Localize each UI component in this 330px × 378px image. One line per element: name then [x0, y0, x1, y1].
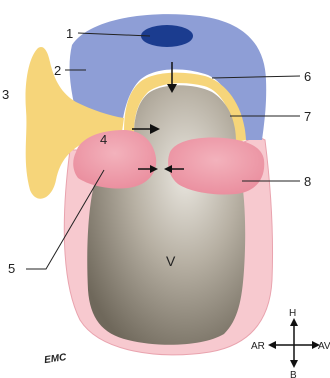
emc-logo: EMC: [44, 352, 68, 366]
label-3: 3: [2, 87, 9, 102]
label-4: 4: [100, 132, 107, 147]
label-6: 6: [304, 69, 311, 84]
label-2: 2: [54, 63, 61, 78]
pink-cushion-right: [168, 138, 264, 195]
compass-right: AV: [318, 341, 330, 352]
compass-left: AR: [251, 341, 265, 352]
label-5: 5: [8, 261, 15, 276]
label-8: 8: [304, 174, 311, 189]
compass-bottom: B: [290, 370, 297, 378]
label-7: 7: [304, 109, 311, 124]
label-1: 1: [66, 26, 73, 41]
label-v: V: [166, 253, 176, 269]
orientation-compass: [268, 318, 320, 368]
compass-top: H: [289, 308, 296, 319]
